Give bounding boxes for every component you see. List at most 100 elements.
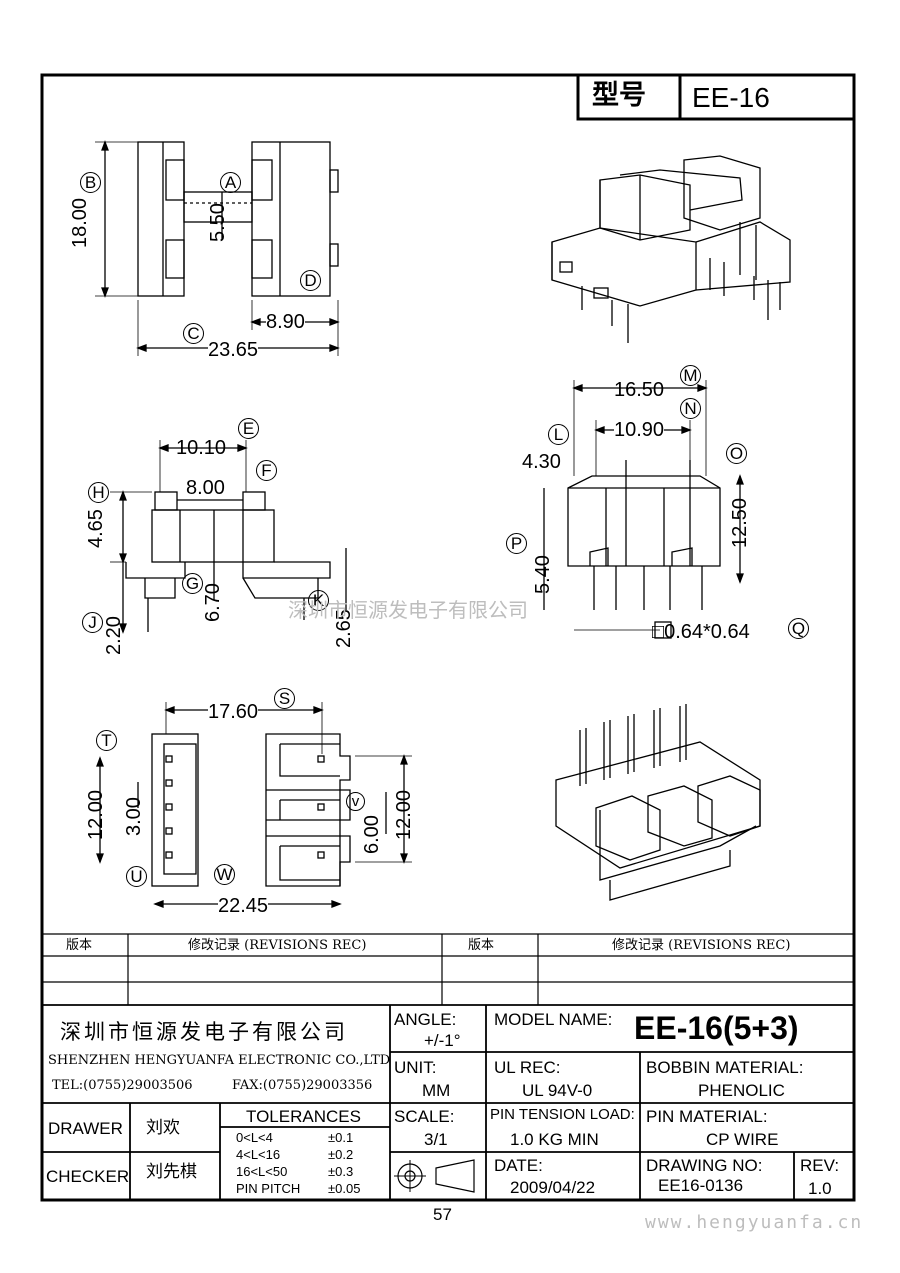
watermark-center: 深圳市恒源发电子有限公司 [288,598,528,622]
dim-10-10: 10.10 [176,437,227,459]
scale-value: 3/1 [424,1130,448,1149]
label-M: M [680,365,701,386]
iso-view-top [551,155,791,343]
header-box [576,73,856,121]
company-tel: TEL:(0755)29003506 [52,1078,193,1093]
company-name-en: SHENZHEN HENGYUANFA ELECTRONIC CO.,LTD [48,1053,391,1068]
label-P: P [506,533,527,554]
bobbin-value: PHENOLIC [698,1081,785,1100]
company-fax: FAX:(0755)29003356 [232,1078,373,1093]
rev-value: 1.0 [808,1179,832,1198]
dim-23-65: 23.65 [208,339,259,361]
drawing-no-value: EE16-0136 [658,1176,744,1195]
label-B: B [80,172,101,193]
tolerances-label: TOLERANCES [246,1107,361,1126]
checker-value: 刘先棋 [146,1162,197,1182]
unit-label: UNIT: [394,1058,437,1077]
label-T: T [96,730,117,751]
label-E: E [238,418,259,439]
angle-value: +/-1° [424,1031,461,1050]
dim-pin-size: □0.64*0.64 [652,621,750,643]
dim-12-50: 12.50 [729,497,751,548]
dim-5-50: 5.50 [207,203,229,242]
label-H: H [88,482,109,503]
tol-row-1-value: ±0.2 [328,1147,354,1162]
iso-view-bottom [555,704,761,901]
tol-row-3-range: PIN PITCH [236,1181,301,1196]
page-number: 57 [433,1205,452,1224]
rev-col-version: 版本 [66,938,93,953]
label-V: v [346,792,365,811]
label-K: K [308,590,329,611]
dim-6-00: 6.00 [361,815,383,854]
revisions-table [42,933,854,1005]
rev-col-record-2: 修改记录 (REVISIONS REC) [612,938,791,953]
dim-4-65: 4.65 [85,509,107,548]
title-block [42,1004,854,1200]
ul-label: UL REC: [494,1058,561,1077]
border-frame [40,73,856,1202]
label-A: A [220,172,241,193]
side-view [543,380,744,639]
ul-value: UL 94V-0 [522,1081,593,1100]
model-value: EE-16(5+3) [634,1010,799,1046]
tol-row-3-value: ±0.05 [328,1181,361,1196]
rev-label: REV: [800,1156,840,1175]
pinmat-label: PIN MATERIAL: [646,1107,768,1126]
dim-5-40: 5.40 [532,555,554,594]
dim-10-90: 10.90 [614,419,665,441]
label-D: D [300,270,321,291]
company-name-cn: 深圳市恒源发电子有限公司 [60,1020,348,1044]
label-G: G [182,573,203,594]
scale-label: SCALE: [394,1107,455,1126]
label-N: N [680,398,701,419]
label-Q: Q [788,618,809,639]
tol-row-0-range: 0<L<4 [236,1130,273,1145]
dim-12-00-left: 12.00 [85,789,107,840]
date-label: DATE: [494,1156,543,1175]
drawer-value: 刘欢 [146,1118,180,1138]
pinmat-value: CP WIRE [706,1130,779,1149]
label-U: U [126,866,147,887]
dim-6-70: 6.70 [202,583,224,622]
dim-3-00: 3.00 [123,797,145,836]
dim-17-60: 17.60 [208,701,259,723]
bottom-view [96,702,412,908]
dim-8-00: 8.00 [186,477,225,499]
tol-row-2-range: 16<L<50 [236,1164,288,1179]
dim-2-20: 2.20 [103,616,125,655]
type-value: EE-16 [692,82,770,113]
label-C: C [183,323,204,344]
drawing-no-label: DRAWING NO: [646,1156,763,1175]
dim-16-50: 16.50 [614,379,665,401]
front-view [110,440,347,634]
dim-4-30: 4.30 [522,451,561,473]
rev-col-record: 修改记录 (REVISIONS REC) [188,938,367,953]
tol-row-1-range: 4<L<16 [236,1147,281,1162]
label-W: W [214,864,235,885]
dim-18-00: 18.00 [69,197,91,248]
unit-value: MM [422,1081,451,1100]
label-F: F [256,460,277,481]
rev-col-version-2: 版本 [468,938,495,953]
date-value: 2009/04/22 [510,1178,596,1197]
checker-label: CHECKER [46,1167,130,1186]
label-L: L [548,424,569,445]
label-O: O [726,443,747,464]
tension-label: PIN TENSION LOAD: [490,1106,635,1123]
model-label: MODEL NAME: [494,1010,613,1029]
tol-row-0-value: ±0.1 [328,1130,354,1145]
dim-12-00-right: 12.00 [393,789,415,840]
bobbin-label: BOBBIN MATERIAL: [646,1058,804,1077]
watermark-site: www.hengyuanfa.cn [645,1212,864,1233]
drawer-label: DRAWER [48,1119,123,1138]
dim-22-45: 22.45 [218,895,269,917]
angle-label: ANGLE: [394,1010,457,1029]
label-J: J [82,612,103,633]
label-S: S [274,688,295,709]
tension-value: 1.0 KG MIN [510,1130,599,1149]
dim-8-90: 8.90 [266,311,305,333]
type-label: 型号 [592,80,646,111]
tol-row-2-value: ±0.3 [328,1164,354,1179]
